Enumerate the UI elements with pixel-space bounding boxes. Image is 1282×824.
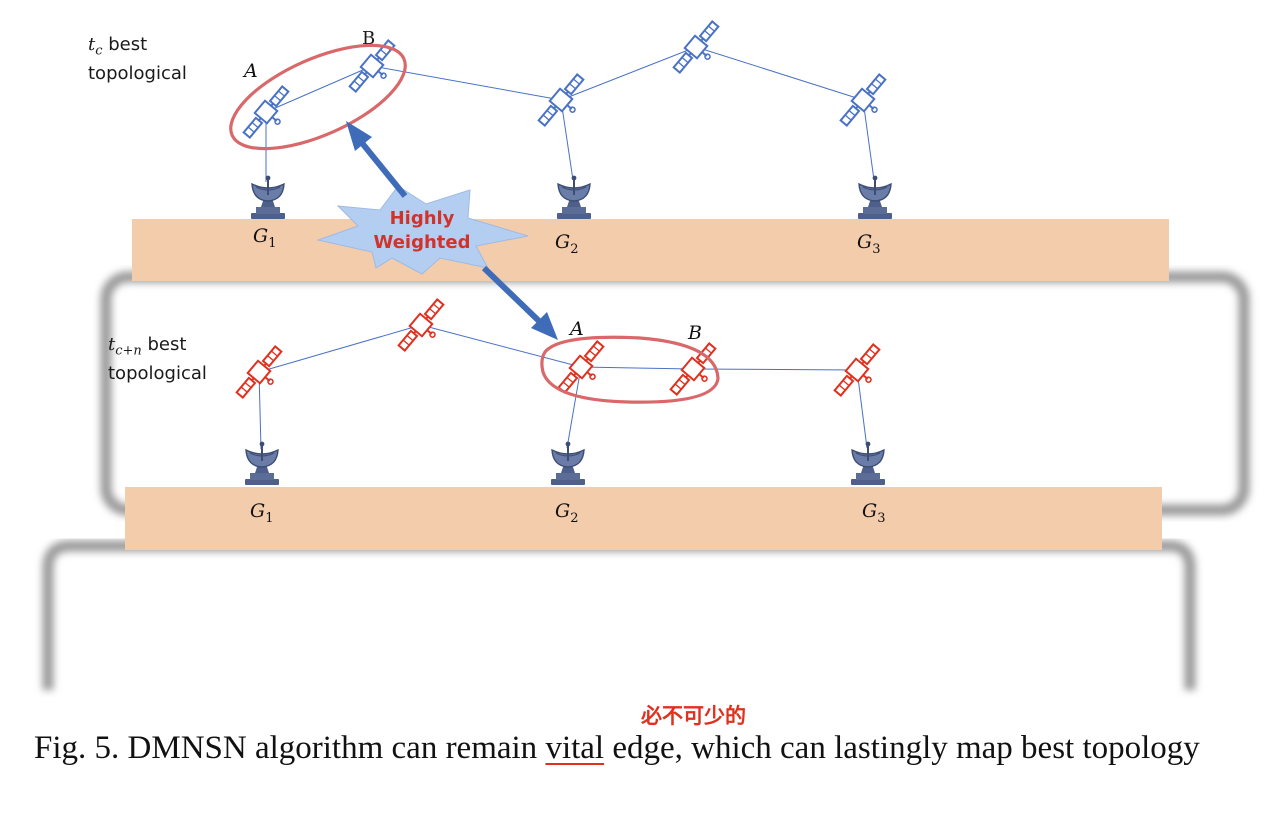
ground-station-icon-g3-top [857, 174, 893, 220]
highly-weighted-label: Highly Weighted [372, 207, 472, 255]
sat-label-a-bottom: A [570, 318, 584, 340]
top-links [265, 46, 875, 182]
caption-underlined-word: vital [545, 730, 605, 766]
bottom-links [258, 324, 868, 450]
ground-station-icon-g1-bottom [244, 440, 280, 486]
ground-label-g1-bottom: G1 [250, 500, 274, 526]
time-label-top: tc best topological [88, 34, 187, 85]
highlight-ellipse-top [229, 43, 407, 151]
caption-part2: edge, which can lastingly map best topol… [604, 730, 1200, 766]
time-line2-top: topological [88, 62, 187, 84]
ground-label-g2-bottom: G2 [555, 500, 579, 526]
satellite-icon-g1-bottom [232, 342, 293, 408]
ground-station-icon-g3-bottom [850, 440, 886, 486]
satellite-icon-mid-top [669, 17, 730, 83]
time-symbol-top: t [88, 34, 96, 55]
time-label-bottom: tc+n best topological [108, 334, 207, 385]
caption-part1: Fig. 5. DMNSN algorithm can remain [34, 730, 546, 766]
blurred-frame-lower [42, 540, 1196, 690]
arrow-up [346, 121, 408, 198]
time-symbol-bottom: t [108, 334, 116, 355]
ground-station-icon-g2-top [556, 174, 592, 220]
ground-band-bottom [125, 487, 1162, 550]
figure-caption: Fig. 5. DMNSN algorithm can remain vital… [34, 728, 1234, 768]
ground-station-icon-g1-top [250, 174, 286, 220]
satellite-icon-top-bottom [394, 295, 455, 361]
highly-weighted-line1: Highly [389, 208, 455, 229]
arrow-down [481, 265, 558, 340]
time-line2-bottom: topological [108, 362, 207, 384]
sat-label-b-bottom: B [688, 322, 702, 344]
time-subscript-bottom: c+n [115, 343, 142, 359]
sat-label-b-top: B [362, 28, 376, 49]
time-subscript-top: c [95, 43, 103, 59]
time-rest-top: best [102, 34, 148, 55]
ground-station-icon-g2-bottom [550, 440, 586, 486]
ground-label-g1-top: G1 [253, 225, 277, 251]
time-rest-bottom: best [141, 334, 187, 355]
chinese-annotation: 必不可少的 [641, 704, 746, 728]
sat-label-a-top: A [244, 60, 258, 82]
highlight-ellipse-bottom [540, 335, 720, 404]
ground-label-g2-top: G2 [555, 231, 579, 257]
highly-weighted-line2: Weighted [373, 232, 471, 253]
ground-label-g3-top: G3 [857, 231, 881, 257]
satellite-icon-a-top [239, 82, 300, 148]
ground-band-top [132, 219, 1169, 281]
ground-label-g3-bottom: G3 [862, 500, 886, 526]
